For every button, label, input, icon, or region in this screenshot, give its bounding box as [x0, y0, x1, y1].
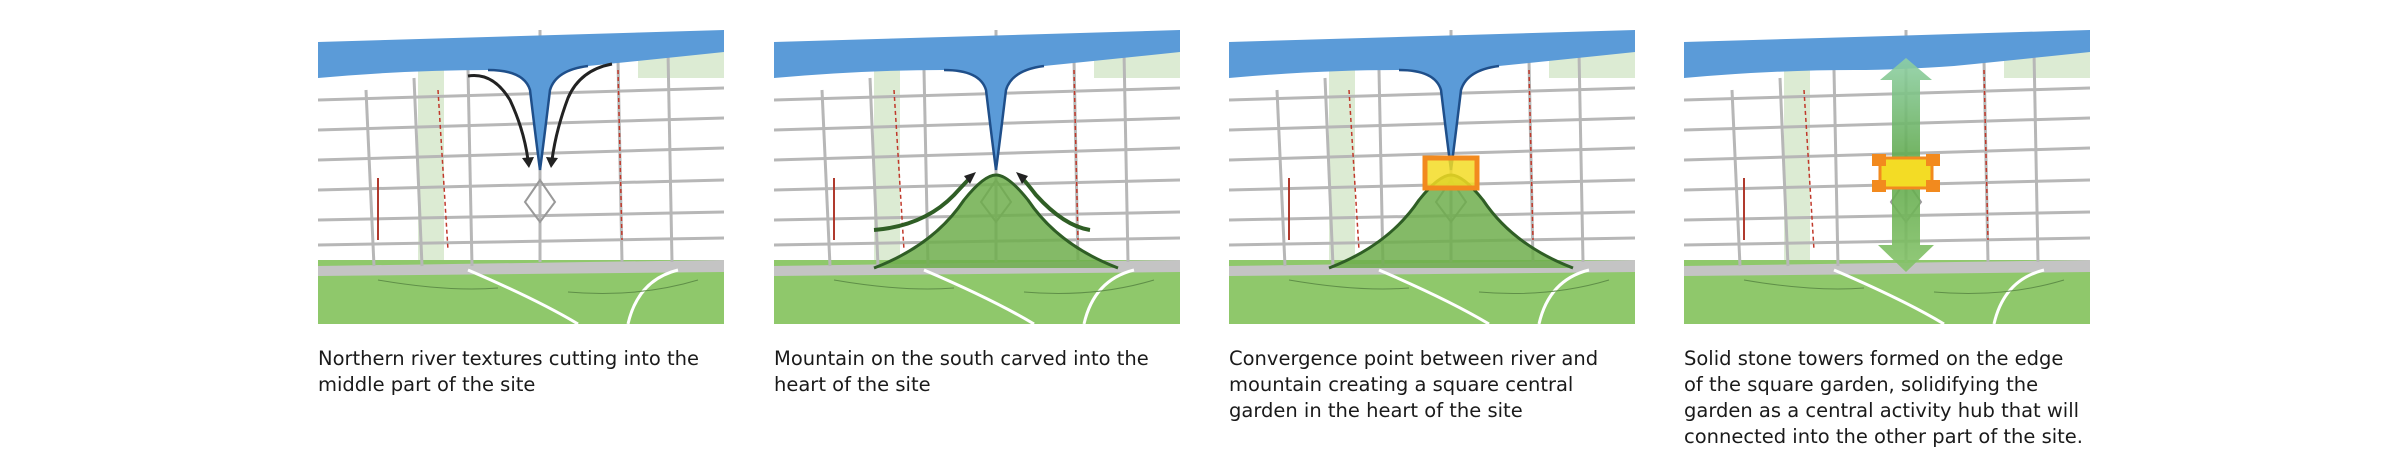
site-plan-towers — [1684, 30, 2090, 324]
panel-caption: Northern river textures cutting into the… — [318, 347, 700, 396]
central-garden-square — [1422, 155, 1480, 191]
panel-caption: Convergence point between river and moun… — [1229, 347, 1599, 422]
river-band — [318, 30, 724, 170]
diagram-panel-mountain: Mountain on the south carved into the he… — [774, 30, 1180, 398]
flow-arrow-left — [467, 74, 530, 161]
mountain-ridge-outline — [873, 173, 1119, 270]
base-site-map — [1229, 30, 1635, 324]
river-band — [774, 30, 1180, 170]
flow-arrow-right — [550, 62, 613, 161]
diagram-panel-river: Northern river textures cutting into the… — [318, 30, 724, 398]
river-band — [1229, 30, 1635, 170]
diagram-panel-towers: Solid stone towers formed on the edge of… — [1684, 30, 2090, 450]
flow-arrow-right — [1020, 176, 1091, 232]
site-plan-convergence — [1229, 30, 1635, 324]
site-plan-river — [318, 30, 724, 324]
panel-caption: Solid stone towers formed on the edge of… — [1684, 347, 2084, 448]
site-plan-mountain — [774, 30, 1180, 324]
stone-tower-blocks — [1872, 154, 1940, 192]
river-band — [1684, 30, 2090, 78]
diagram-panel-convergence: Convergence point between river and moun… — [1229, 30, 1635, 424]
mountain-shape — [1329, 175, 1573, 268]
central-garden-square — [1878, 156, 1934, 190]
river-channel-outline — [487, 64, 589, 171]
flow-arrow-left — [873, 176, 972, 232]
river-channel-outline — [943, 64, 1045, 171]
panel-caption: Mountain on the south carved into the he… — [774, 347, 1149, 396]
mountain-shape — [874, 175, 1118, 268]
